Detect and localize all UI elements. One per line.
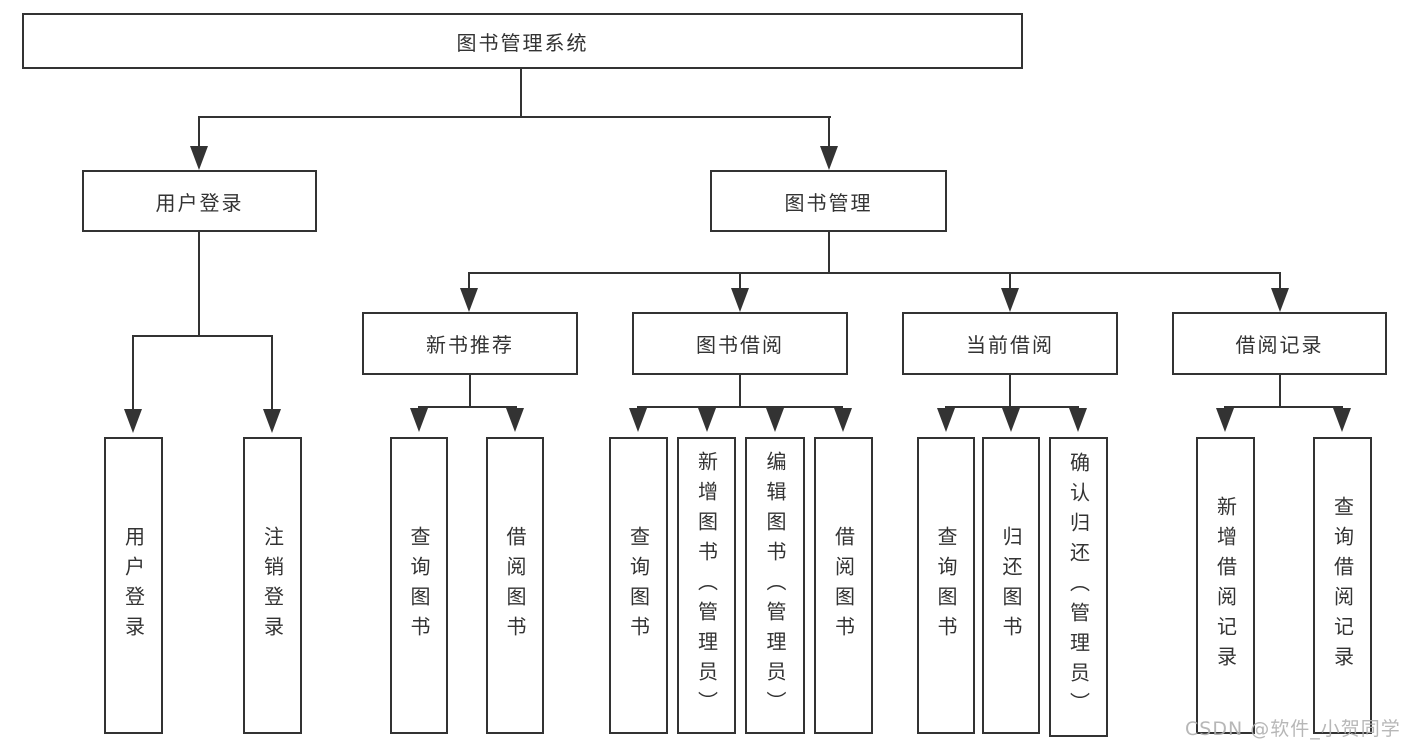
connector-line <box>637 406 843 408</box>
connector-line <box>198 231 200 337</box>
node-add-book-admin: 新增图书（管理员） <box>677 437 736 734</box>
arrow-down-icon <box>263 409 281 433</box>
node-label: 用户登录 <box>155 190 244 215</box>
connector-line <box>198 116 831 118</box>
connector-line <box>271 335 273 409</box>
node-label: 图书管理 <box>784 190 873 215</box>
arrow-down-icon <box>506 408 524 432</box>
node-label: 新增借阅记录 <box>1213 495 1238 676</box>
connector-line <box>468 272 1281 274</box>
arrow-down-icon <box>834 408 852 432</box>
node-book-management: 图书管理 <box>710 170 947 232</box>
connector-line <box>418 406 517 408</box>
connector-line <box>132 335 273 337</box>
node-borrow-books-recommend: 借阅图书 <box>486 437 544 734</box>
node-label: 新书推荐 <box>426 333 514 357</box>
node-label: 图书借阅 <box>696 333 784 357</box>
arrow-down-icon <box>1001 288 1019 312</box>
arrow-down-icon <box>460 288 478 312</box>
arrow-down-icon <box>766 408 784 432</box>
node-query-books-borrow: 查询图书 <box>609 437 668 734</box>
connector-line <box>828 231 830 274</box>
connector-line <box>739 374 741 408</box>
node-label: 用户登录 <box>121 525 146 646</box>
connector-line <box>198 116 200 148</box>
node-new-book-recommend: 新书推荐 <box>362 312 578 375</box>
arrow-down-icon <box>1069 408 1087 432</box>
arrow-down-icon <box>1216 408 1234 432</box>
connector-line <box>468 272 470 289</box>
node-user-login: 用户登录 <box>82 170 317 232</box>
arrow-down-icon <box>698 408 716 432</box>
node-label: 借阅图书 <box>503 525 527 646</box>
arrow-down-icon <box>731 288 749 312</box>
connector-line <box>739 272 741 289</box>
connector-line <box>1009 272 1011 289</box>
connector-line <box>1224 406 1343 408</box>
node-query-books-recommend: 查询图书 <box>390 437 448 734</box>
node-borrow-records: 借阅记录 <box>1172 312 1387 375</box>
node-label: 查询图书 <box>407 525 431 646</box>
node-user-login-leaf: 用户登录 <box>104 437 163 734</box>
node-label: 查询借阅记录 <box>1330 495 1355 676</box>
node-label: 新增图书（管理员） <box>694 450 719 721</box>
arrow-down-icon <box>937 408 955 432</box>
node-label: 图书管理系统 <box>456 30 589 55</box>
node-return-books: 归还图书 <box>982 437 1040 734</box>
node-label: 注销登录 <box>260 525 285 646</box>
node-label: 查询图书 <box>934 525 958 646</box>
node-label: 确认归还（管理员） <box>1066 452 1091 722</box>
watermark: CSDN @软件_小贺同学 <box>1185 718 1401 740</box>
node-confirm-return-admin: 确认归还（管理员） <box>1049 437 1108 737</box>
node-add-borrow-record: 新增借阅记录 <box>1196 437 1255 734</box>
arrow-down-icon <box>190 146 208 170</box>
arrow-down-icon <box>124 409 142 433</box>
connector-line <box>828 116 830 148</box>
arrow-down-icon <box>410 408 428 432</box>
node-query-borrow-record: 查询借阅记录 <box>1313 437 1372 734</box>
node-current-borrowing: 当前借阅 <box>902 312 1118 375</box>
node-borrow-books-borrow: 借阅图书 <box>814 437 873 734</box>
node-label: 当前借阅 <box>966 333 1054 357</box>
arrow-down-icon <box>629 408 647 432</box>
node-library-system: 图书管理系统 <box>22 13 1023 69</box>
arrow-down-icon <box>1271 288 1289 312</box>
arrow-down-icon <box>1333 408 1351 432</box>
arrow-down-icon <box>820 146 838 170</box>
node-label: 查询图书 <box>626 525 651 646</box>
node-label: 编辑图书（管理员） <box>763 450 787 721</box>
node-edit-book-admin: 编辑图书（管理员） <box>745 437 805 734</box>
node-label: 借阅图书 <box>831 525 856 646</box>
node-label: 归还图书 <box>999 525 1023 646</box>
connector-line <box>132 335 134 409</box>
connector-line <box>520 68 522 118</box>
connector-line <box>469 374 471 408</box>
connector-line <box>1279 272 1281 289</box>
connector-line <box>945 406 1079 408</box>
arrow-down-icon <box>1002 408 1020 432</box>
node-book-borrowing: 图书借阅 <box>632 312 848 375</box>
node-label: 借阅记录 <box>1235 333 1324 357</box>
node-logout: 注销登录 <box>243 437 302 734</box>
node-query-books-current: 查询图书 <box>917 437 975 734</box>
connector-line <box>1009 374 1011 408</box>
connector-line <box>1279 374 1281 408</box>
